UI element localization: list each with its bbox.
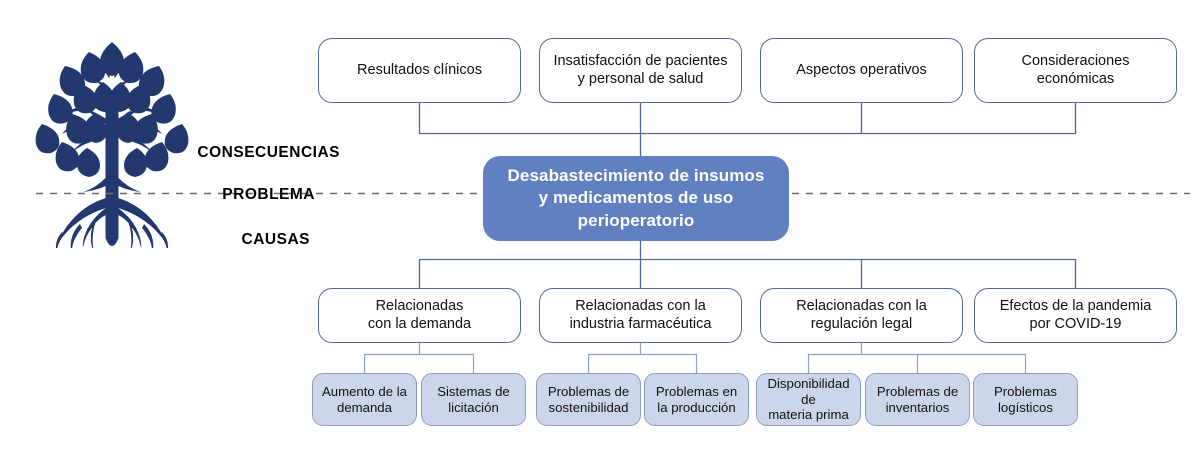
subcause-box-bidding-systems[interactable]: Sistemas de licitación [421, 373, 526, 426]
axis-label-causes: CAUSAS [241, 231, 310, 248]
consequence-label-line1: Consideraciones [1021, 53, 1130, 70]
subcause-label-line1: Sistemas de [437, 383, 510, 399]
consequence-box-patient-staff-dissatisfaction[interactable]: Insatisfacción de pacientes y personal d… [539, 38, 742, 103]
subcause-box-inventory-problems[interactable]: Problemas de inventarios [865, 373, 970, 426]
tree-with-roots-logo [35, 42, 189, 248]
subcause-label-line2: licitación [448, 399, 499, 415]
subcause-label-line1: Aumento de la [321, 383, 408, 399]
cause-label-line1: Relacionadas [375, 298, 464, 315]
cause-label-line1: Efectos de la pandemia [999, 298, 1152, 315]
cause-box-pharma-industry-related[interactable]: Relacionadas con la industria farmacéuti… [539, 288, 742, 343]
problem-label-line2: y medicamentos de uso [538, 188, 734, 208]
cause-label-line2: industria farmacéutica [569, 315, 712, 332]
cause-box-demand-related[interactable]: Relacionadas con la demanda [318, 288, 521, 343]
subcause-label-line1: Problemas [993, 383, 1058, 399]
subcause-label-line2: materia prima [768, 407, 849, 423]
subcause-box-sustainability-problems[interactable]: Problemas de sostenibilidad [536, 373, 641, 426]
cause-label-line2: regulación legal [810, 315, 913, 332]
cause-label-line1: Relacionadas con la [575, 298, 706, 315]
axis-label-consequences: CONSECUENCIAS [197, 144, 340, 161]
axis-label-problem: PROBLEMA [222, 186, 315, 203]
subcause-label-line1: Problemas de [547, 383, 630, 399]
subcause-label-line2: inventarios [885, 399, 950, 415]
consequence-label-line1: Aspectos operativos [796, 61, 927, 78]
subcause-box-raw-material-availability[interactable]: Disponibilidad de materia prima [756, 373, 861, 426]
consequence-box-clinical-results[interactable]: Resultados clínicos [318, 38, 521, 103]
cause-box-legal-regulation-related[interactable]: Relacionadas con la regulación legal [760, 288, 963, 343]
consequence-label-line2: y personal de salud [577, 70, 704, 87]
consequence-label-line2: económicas [1036, 70, 1115, 87]
consequence-box-economic-considerations[interactable]: Consideraciones económicas [974, 38, 1177, 103]
subcause-label-line2: demanda [336, 399, 392, 415]
problem-label-line3: perioperatorio [577, 210, 695, 230]
subcause-label-line2: la producción [657, 399, 736, 415]
subcause-box-production-problems[interactable]: Problemas en la producción [644, 373, 749, 426]
consequence-label-line1: Insatisfacción de pacientes [553, 53, 728, 70]
subcause-label-line2: logísticos [998, 399, 1053, 415]
consequence-label-line1: Resultados clínicos [357, 61, 482, 78]
cause-label-line2: por COVID-19 [1029, 315, 1122, 332]
cause-box-covid-pandemic-effects[interactable]: Efectos de la pandemia por COVID-19 [974, 288, 1177, 343]
subcause-label-line1: Problemas de [876, 383, 959, 399]
subcause-box-logistics-problems[interactable]: Problemas logísticos [973, 373, 1078, 426]
cause-label-line2: con la demanda [367, 315, 472, 332]
subcause-box-demand-increase[interactable]: Aumento de la demanda [312, 373, 417, 426]
problem-box[interactable]: Desabastecimiento de insumos y medicamen… [483, 156, 789, 241]
problem-label-line1: Desabastecimiento de insumos [507, 166, 765, 186]
subcause-label-line1: Disponibilidad de [767, 376, 850, 407]
consequence-box-operational-aspects[interactable]: Aspectos operativos [760, 38, 963, 103]
cause-label-line1: Relacionadas con la [796, 298, 927, 315]
subcause-label-line1: Problemas en [655, 383, 738, 399]
subcause-label-line2: sostenibilidad [548, 399, 629, 415]
